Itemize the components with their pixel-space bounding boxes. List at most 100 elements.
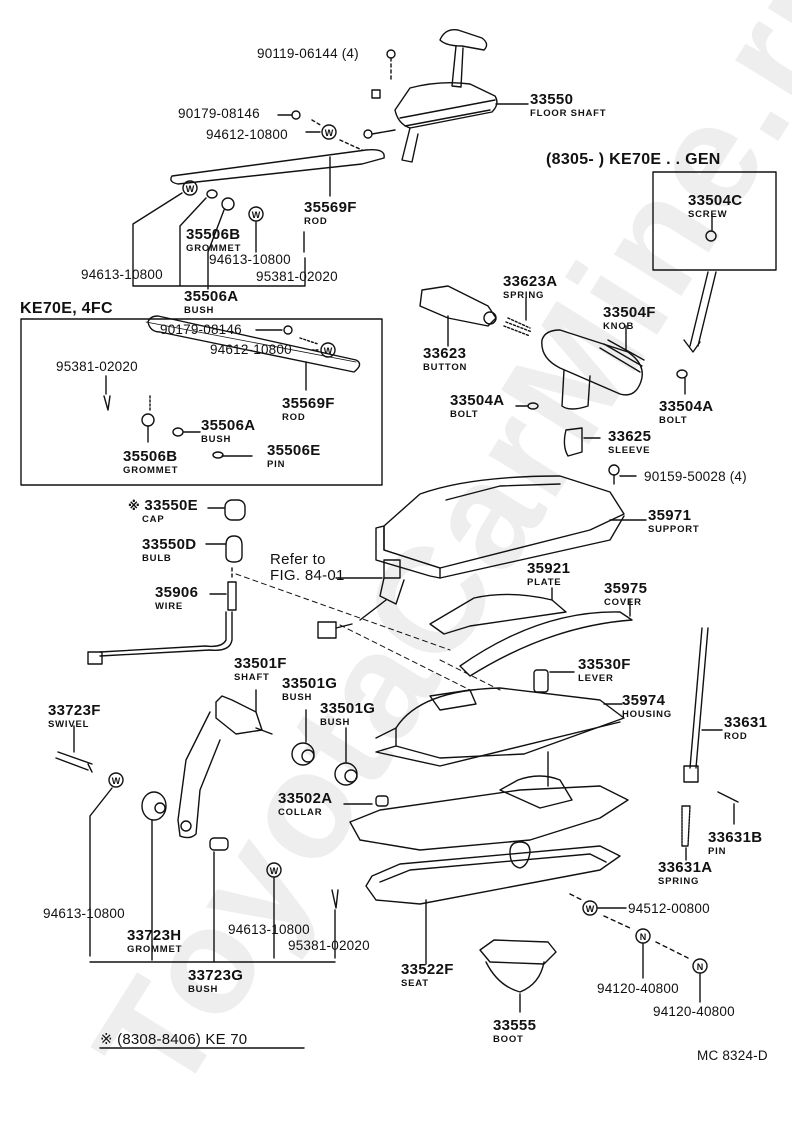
part-label-90119-06144[interactable]: 90119-06144 (4): [257, 46, 359, 61]
part-label-94612-10800[interactable]: 94612-10800: [210, 342, 292, 357]
variant-header-ke70e-4fc: KE70E, 4FC: [20, 300, 113, 317]
grommet-33723h: [141, 791, 167, 961]
svg-text:W: W: [252, 210, 261, 220]
shift-base-assembly: [349, 751, 629, 965]
part-label-90159-50028[interactable]: 90159-50028 (4): [644, 469, 747, 484]
bush-33723g: [209, 837, 229, 963]
spring-33623a: [503, 297, 533, 337]
ke70e-4fc-box: [20, 318, 383, 486]
lever-33530f: [533, 669, 575, 693]
part-label-94120-40800[interactable]: 94120-40800: [597, 981, 679, 996]
knob-33504f: [541, 325, 645, 410]
plate-35921: [429, 587, 567, 635]
floor-shaft-assembly: [363, 29, 498, 163]
part-label-95381-02020[interactable]: 95381-02020: [256, 269, 338, 284]
part-label-94613-10800[interactable]: 94613-10800: [43, 906, 125, 921]
cap-33550e: [224, 499, 246, 521]
pin-33631b: [717, 791, 739, 803]
svg-text:W: W: [186, 184, 195, 194]
svg-text:W: W: [270, 866, 279, 876]
svg-text:W: W: [112, 776, 121, 786]
collar-33502a: [375, 795, 389, 807]
footnote-variant: ※ (8308-8406) KE 70: [100, 1031, 248, 1048]
svg-text:W: W: [325, 128, 334, 138]
gen-variant-box: [652, 171, 777, 271]
bush-33501g-lower: [334, 727, 358, 786]
shaft-33501f: [177, 689, 273, 839]
bulb-33550d: [225, 535, 243, 563]
rod-35569f-upper: [170, 148, 385, 197]
clip-icon: [371, 89, 381, 99]
part-label-90179-08146[interactable]: 90179-08146: [160, 322, 242, 337]
button-33623: [419, 285, 497, 347]
switch-connector: [317, 559, 405, 639]
variant-header-gen: (8305- ) KE70E . . GEN: [546, 151, 721, 168]
part-label-94613-10800[interactable]: 94613-10800: [228, 922, 310, 937]
part-label-95381-02020[interactable]: 95381-02020: [56, 359, 138, 374]
housing-35974: [375, 687, 625, 767]
spring-33631a: [681, 805, 691, 847]
bush-33501g-upper: [291, 709, 315, 766]
washer-94612-icon: [321, 124, 337, 140]
figure-code: MC 8324-D: [697, 1048, 768, 1063]
part-label-90179-08146[interactable]: 90179-08146: [178, 106, 260, 121]
pin-95381-icon: [103, 395, 111, 411]
rod-33631: [683, 627, 723, 783]
svg-text:W: W: [324, 346, 333, 356]
svg-text:W: W: [586, 904, 595, 914]
bolt-33504a-icon: [527, 402, 539, 410]
svg-text:N: N: [697, 962, 704, 972]
cover-35975: [459, 599, 633, 677]
sleeve-33625: [563, 427, 583, 457]
part-label-94612-10800[interactable]: 94612-10800: [206, 127, 288, 142]
part-label-95381-02020[interactable]: 95381-02020: [288, 938, 370, 953]
bolt-90119-icon: [386, 49, 396, 81]
svg-text:N: N: [640, 932, 647, 942]
part-label-94120-40800[interactable]: 94120-40800: [653, 1004, 735, 1019]
part-label-94613-10800[interactable]: 94613-10800: [81, 267, 163, 282]
part-label-94512-00800[interactable]: 94512-00800: [628, 901, 710, 916]
part-label-94613-10800[interactable]: 94613-10800: [209, 252, 291, 267]
wire-35906: [87, 581, 237, 665]
support-35971: [375, 475, 647, 579]
boot-33555: [479, 939, 557, 1013]
nut-90179-icon: [291, 110, 301, 120]
